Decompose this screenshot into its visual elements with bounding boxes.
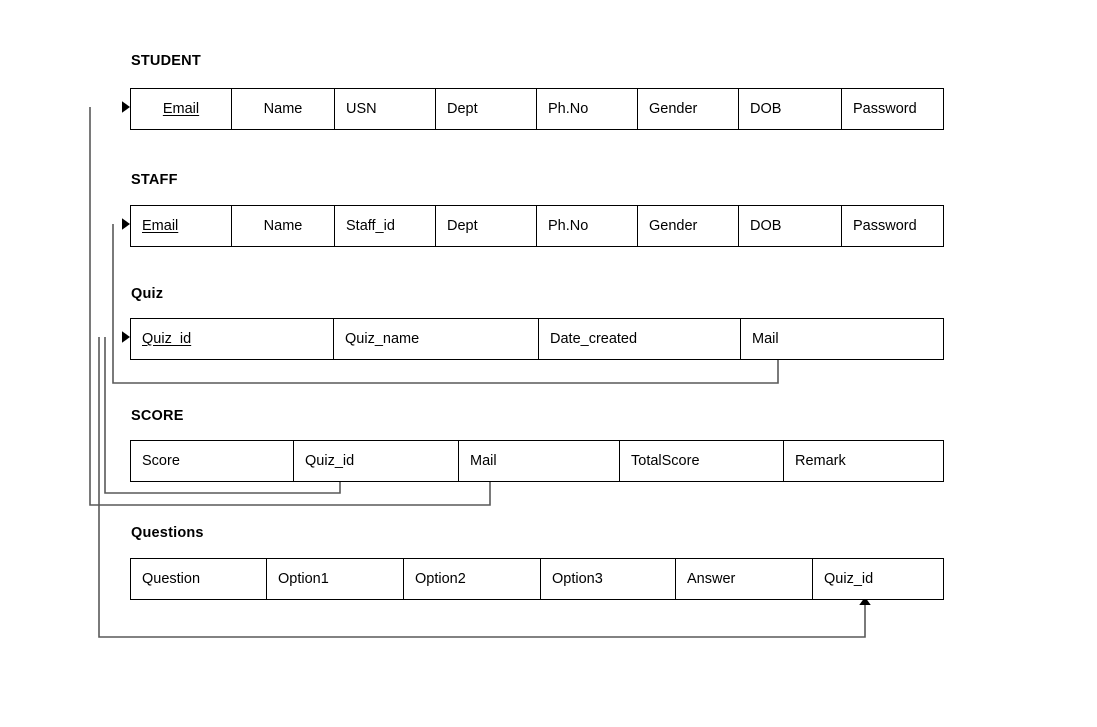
attribute-label: Password [853,101,917,117]
relationship-arrowhead [122,101,130,113]
attribute-cell-student-dept: Dept [435,88,537,130]
attribute-cell-student-gender: Gender [637,88,739,130]
attribute-label: Gender [649,101,698,117]
attribute-label: Dept [447,218,478,234]
attribute-cell-student-password: Password [841,88,944,130]
attribute-label: Password [853,218,917,234]
entity-table-score: Score Quiz_id Mail TotalScore Remark [130,440,944,482]
attribute-label: Quiz_id [142,331,192,347]
entity-table-staff: Email Name Staff_id Dept Ph.No Gender DOB Passw… [130,205,944,247]
attribute-label: Gender [649,218,698,234]
attribute-cell-quiz-date-created: Date_created [538,318,741,360]
attribute-label: Name [263,101,303,117]
attribute-row: Question Option1 Option2 Option3 Answer Quiz_… [130,558,944,600]
attribute-label: Quiz_id [305,453,355,469]
attribute-cell-score-mail: Mail [458,440,620,482]
attribute-cell-staff-dept: Dept [435,205,537,247]
attribute-cell-score-remark: Remark [783,440,944,482]
attribute-label: Ph.No [548,218,589,234]
attribute-label: USN [346,101,377,117]
attribute-cell-student-dob: DOB [738,88,842,130]
entity-title-staff: STAFF [131,172,178,188]
entity-title-student: STUDENT [131,53,201,69]
attribute-cell-staff-dob: DOB [738,205,842,247]
attribute-label: Staff_id [346,218,395,234]
attribute-row: Score Quiz_id Mail TotalScore Remark [130,440,944,482]
attribute-label: Question [142,571,201,587]
attribute-label: Quiz_id [824,571,874,587]
attribute-cell-student-usn: USN [334,88,436,130]
attribute-cell-questions-question: Question [130,558,267,600]
attribute-cell-student-name: Name [231,88,335,130]
attribute-label: Email [142,218,179,234]
attribute-cell-quiz-mail: Mail [740,318,944,360]
attribute-cell-questions-answer: Answer [675,558,813,600]
entity-table-quiz: Quiz_id Quiz_name Date_created Mail [130,318,944,360]
attribute-cell-student-ph-no: Ph.No [536,88,638,130]
attribute-label: Email [162,101,200,117]
attribute-label: Option3 [552,571,603,587]
attribute-label: Option2 [415,571,466,587]
relationship-arrowhead [122,331,130,343]
entity-table-student: Email Name USN Dept Ph.No Gender DOB Password [130,88,944,130]
entity-table-questions: Question Option1 Option2 Option3 Answer Quiz_… [130,558,944,600]
relationship-arrowhead [122,218,130,230]
attribute-label: DOB [750,101,782,117]
attribute-cell-staff-name: Name [231,205,335,247]
attribute-label: Mail [752,331,779,347]
attribute-cell-staff-email: Email [130,205,232,247]
attribute-row: Email Name Staff_id Dept Ph.No Gender DOB Passw… [130,205,944,247]
attribute-cell-questions-option3: Option3 [540,558,676,600]
entity-title-questions: Questions [131,525,204,541]
entity-title-score: SCORE [131,408,184,424]
attribute-label: Answer [687,571,736,587]
attribute-label: Date_created [550,331,638,347]
attribute-label: Dept [447,101,478,117]
attribute-label: DOB [750,218,782,234]
attribute-cell-student-email: Email [130,88,232,130]
attribute-cell-questions-option2: Option2 [403,558,541,600]
attribute-row: Email Name USN Dept Ph.No Gender DOB Password [130,88,944,130]
attribute-cell-questions-option1: Option1 [266,558,404,600]
attribute-cell-staff-gender: Gender [637,205,739,247]
attribute-cell-score-score: Score [130,440,294,482]
attribute-cell-staff-staff-id: Staff_id [334,205,436,247]
attribute-cell-quiz-quiz-id: Quiz_id [130,318,334,360]
attribute-row: Quiz_id Quiz_name Date_created Mail [130,318,944,360]
attribute-label: Option1 [278,571,329,587]
attribute-cell-quiz-quiz-name: Quiz_name [333,318,539,360]
attribute-cell-staff-password: Password [841,205,944,247]
entity-title-quiz: Quiz [131,286,164,302]
attribute-label: Mail [470,453,497,469]
attribute-label: Score [142,453,180,469]
attribute-label: TotalScore [631,453,700,469]
attribute-label: Name [263,218,303,234]
attribute-label: Quiz_name [345,331,420,347]
attribute-cell-score-quiz-id: Quiz_id [293,440,459,482]
attribute-cell-staff-ph-no: Ph.No [536,205,638,247]
attribute-cell-score-totalscore: TotalScore [619,440,784,482]
attribute-label: Remark [795,453,846,469]
attribute-cell-questions-quiz-id: Quiz_id [812,558,944,600]
attribute-label: Ph.No [548,101,589,117]
